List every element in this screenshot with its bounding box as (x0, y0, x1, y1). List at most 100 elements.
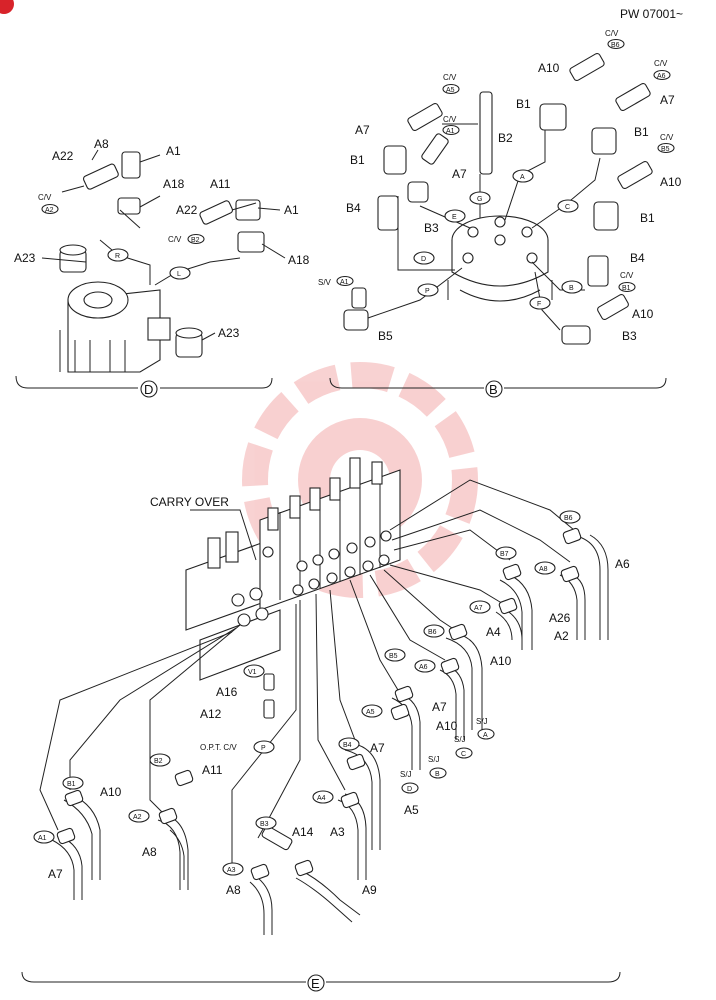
label-sj: S/J (428, 755, 440, 764)
tag-v1: V1 (248, 669, 257, 676)
fitting-a8 (560, 565, 580, 583)
label-sj: S/J (454, 735, 466, 744)
tag-a1: A1 (38, 835, 47, 842)
label-cv: C/V (38, 193, 52, 202)
drawing-code: PW 07001~ (620, 7, 683, 21)
label-sv: S/V (318, 278, 332, 287)
caption-circle-e (307, 974, 325, 992)
tag-oval-a5 (442, 83, 460, 95)
spool-left-2 (225, 531, 239, 563)
port-oval-e (444, 209, 466, 223)
tag-oval-a1 (336, 275, 354, 287)
tag-oval-b6 (607, 38, 625, 50)
tube-b2 (479, 91, 493, 175)
port-d: D (421, 256, 426, 263)
tag-a5: A5 (446, 87, 455, 94)
fitting-b6-mid (448, 623, 468, 641)
label-a18: A18 (288, 253, 310, 267)
fitting-a10-right (617, 160, 653, 190)
tag-oval-b6 (559, 510, 581, 524)
fitting-a10-top (569, 52, 605, 82)
spool-3 (309, 487, 321, 511)
label-a3: A3 (330, 825, 345, 839)
label-cv: C/V (654, 59, 668, 68)
label-a22: A22 (176, 203, 198, 217)
fitting-a3 (250, 863, 270, 881)
fitting-a4 (340, 791, 360, 809)
fitting-a6 (440, 657, 460, 675)
port-oval-a (512, 169, 534, 183)
label-a1: A1 (166, 144, 181, 158)
label-b4: B4 (346, 201, 361, 215)
fitting-b1-right2 (593, 201, 619, 231)
label-a10: A10 (632, 307, 654, 321)
tag-b6: B6 (611, 42, 620, 49)
tag-b1: B1 (67, 781, 76, 788)
label-b5: B5 (378, 329, 393, 343)
port-oval-d (413, 251, 435, 265)
fitting-a2 (158, 807, 178, 825)
tag-oval-a7 (469, 600, 491, 614)
port-g: G (477, 196, 482, 203)
label-a10: A10 (660, 175, 682, 189)
tag-p: P (261, 745, 266, 752)
tag-a5: A5 (366, 709, 375, 716)
tag-oval-a2 (128, 809, 150, 823)
label-a14: A14 (292, 825, 314, 839)
label-a5: A5 (404, 803, 419, 817)
label-a11: A11 (202, 763, 223, 777)
tag-b2: B2 (191, 237, 200, 244)
label-a22: A22 (52, 149, 74, 163)
tag-oval-c (455, 747, 473, 759)
section-b-drawing (343, 52, 653, 345)
fitting-a7 (498, 597, 518, 615)
label-sj: S/J (476, 717, 488, 726)
pump-side-port (147, 317, 171, 341)
port-e: E (452, 214, 457, 221)
caption-circle-b (485, 380, 503, 398)
tag-a2: A2 (45, 207, 54, 214)
label-cv: C/V (443, 115, 457, 124)
section-e-labels: CARRY OVER B6 A6 B7 A8 A7 A26 A4 A2 B6 A… (33, 495, 630, 897)
tag-oval-b1 (618, 281, 636, 293)
label-cv: C/V (620, 271, 634, 280)
tag-a1: A1 (446, 128, 455, 135)
tag-oval-a2 (41, 203, 59, 215)
fitting-a7-mid (421, 133, 449, 165)
label-a8: A8 (142, 845, 157, 859)
pipe-a8-bottom (249, 877, 273, 935)
valve-lower-block (199, 609, 281, 681)
section-b-caption: B (329, 377, 667, 398)
tag-oval-p (253, 740, 275, 754)
tag-oval-b4 (338, 737, 360, 751)
tag-oval-b5 (384, 648, 406, 662)
spool-2 (289, 495, 301, 519)
label-a10: A10 (100, 785, 122, 799)
label-a26: A26 (549, 611, 571, 625)
tag-a6: A6 (657, 73, 666, 80)
label-a7: A7 (660, 93, 675, 107)
label-a8: A8 (94, 137, 109, 151)
tag-oval-a1 (442, 124, 460, 136)
fitting-a14 (261, 825, 293, 851)
fitting-b6-top (562, 527, 582, 545)
fitting-a1-mid (235, 199, 261, 221)
tag-a3: A3 (227, 867, 236, 874)
fitting-b3-left (407, 181, 429, 203)
section-e-drawing (39, 457, 609, 935)
label-a7: A7 (432, 700, 447, 714)
fitting-b2 (174, 769, 194, 787)
label-a18: A18 (163, 177, 185, 191)
fitting-b4-right (587, 255, 609, 287)
tag-b5: B5 (389, 653, 398, 660)
label-a10: A10 (490, 654, 512, 668)
port-oval-c (557, 199, 579, 213)
label-a11: A11 (210, 177, 231, 191)
port-oval-p (417, 283, 439, 297)
tag-b6: B6 (428, 629, 437, 636)
tag-d: D (407, 786, 412, 793)
tag-oval-b2 (149, 753, 171, 767)
port-f: F (537, 301, 541, 308)
port-a: A (520, 174, 525, 181)
